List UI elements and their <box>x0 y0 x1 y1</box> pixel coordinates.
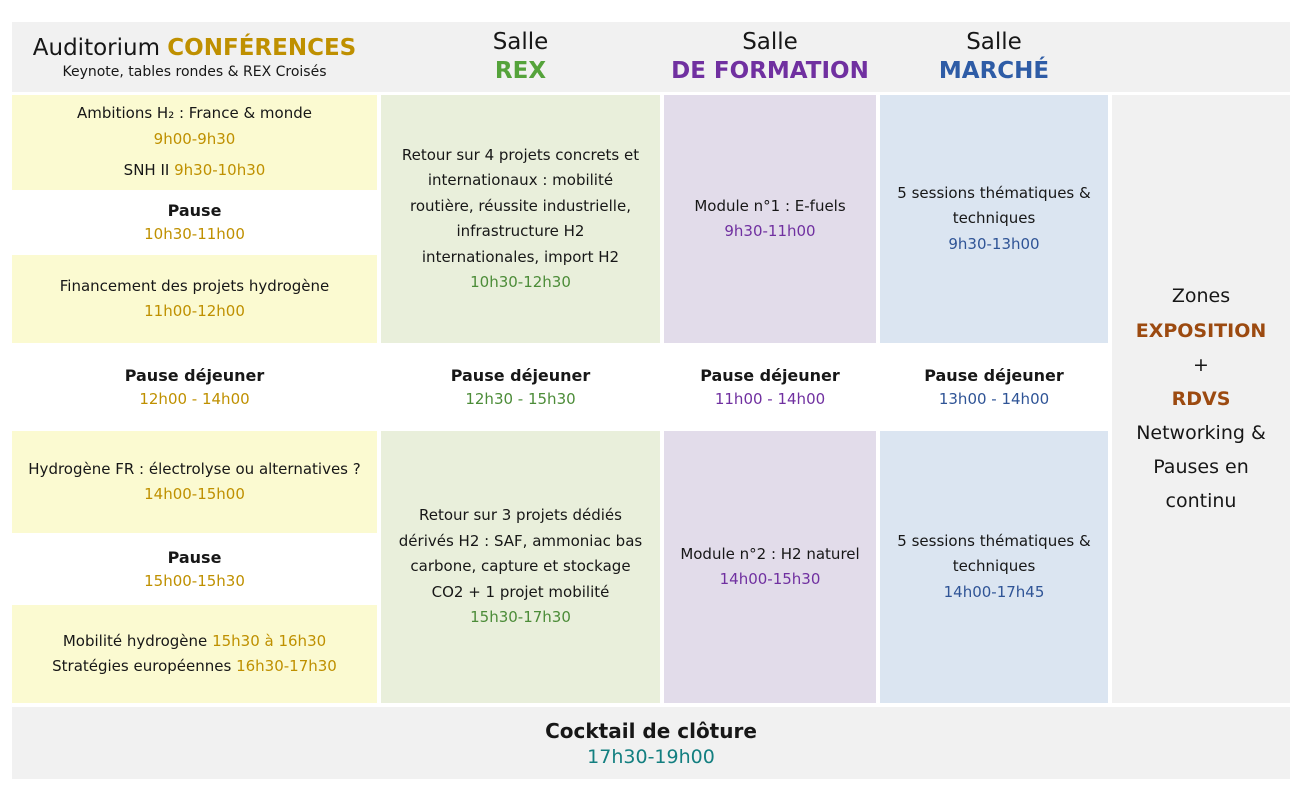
column-zones: Zones EXPOSITION + RDVS Networking & Pau… <box>1112 95 1290 703</box>
header-formation: Salle DE FORMATION <box>664 22 876 92</box>
session-time: 14h00-15h30 <box>719 570 821 588</box>
cocktail-footer: Cocktail de clôture 17h30-19h00 <box>12 707 1290 779</box>
session-time: 9h30-13h00 <box>948 234 1040 253</box>
pause-time: 10h30-11h00 <box>144 225 245 244</box>
session-time: 14h00-17h45 <box>943 582 1045 601</box>
session-time: 16h30-17h30 <box>236 657 337 675</box>
cocktail-title: Cocktail de clôture <box>545 718 757 743</box>
lunch-formation: Pause déjeuner 11h00 - 14h00 <box>664 343 876 431</box>
session-title: Retour sur 4 projets concrets et interna… <box>401 145 640 266</box>
session-mobilite: Mobilité hydrogène 15h30 à 16h30 <box>63 629 326 655</box>
session-time: 15h30-17h30 <box>470 608 571 627</box>
auditorium-header-title: Auditorium CONFÉRENCES <box>33 34 356 63</box>
auditorium-title: Auditorium <box>32 35 160 62</box>
lunch-label: Pause déjeuner <box>700 365 840 385</box>
marche-accent: MARCHÉ <box>938 58 1050 84</box>
rex-accent: REX <box>494 58 547 84</box>
lunch-time: 12h00 - 14h00 <box>139 389 250 408</box>
pause-label: Pause <box>167 547 222 567</box>
session-title: Financement des projets hydrogène <box>59 276 330 295</box>
column-auditorium: Ambitions H₂ : France & monde 9h00-9h30 … <box>12 95 377 703</box>
zones-networking: Networking & Pauses en continu <box>1136 422 1266 513</box>
session-time: 9h30-11h00 <box>724 222 816 240</box>
header-auditorium: Auditorium CONFÉRENCES Keynote, tables r… <box>12 22 377 92</box>
lunch-time: 13h00 - 14h00 <box>938 389 1050 408</box>
auditorium-subtitle: Keynote, tables rondes & REX Croisés <box>62 63 327 80</box>
session-time: 15h30 à 16h30 <box>212 631 327 650</box>
session-extra-time: 9h30-10h30 <box>174 161 266 180</box>
session-title: Mobilité hydrogène <box>62 631 208 650</box>
session-time: 14h00-15h00 <box>144 485 245 503</box>
lunch-label: Pause déjeuner <box>124 365 265 385</box>
lunch-label: Pause déjeuner <box>924 365 1064 385</box>
schedule-body: Ambitions H₂ : France & monde 9h00-9h30 … <box>12 95 1290 703</box>
session-hydrogene-fr: Hydrogène FR : électrolyse ou alternativ… <box>12 431 377 533</box>
session-time: 9h00-9h30 <box>153 129 236 148</box>
session-title: 5 sessions thématiques & techniques <box>897 531 1091 576</box>
header-rex: Salle REX <box>381 22 660 92</box>
pause-morning: Pause 10h30-11h00 <box>12 190 377 255</box>
lunch-auditorium: Pause déjeuner 12h00 - 14h00 <box>12 343 377 431</box>
session-snh: SNH II 9h30-10h30 <box>124 158 266 184</box>
formation-title: Salle <box>742 29 798 56</box>
session-title: Module n°1 : E-fuels <box>694 196 846 215</box>
session-title: Retour sur 3 projets dédiés dérivés H2 :… <box>398 506 643 601</box>
pause-label: Pause <box>167 201 222 221</box>
lunch-rex: Pause déjeuner 12h30 - 15h30 <box>381 343 660 431</box>
session-marche-afternoon: 5 sessions thématiques & techniques 14h0… <box>880 431 1108 703</box>
auditorium-accent: CONFÉRENCES <box>167 35 357 62</box>
lunch-time: 12h30 - 15h30 <box>465 389 576 408</box>
zones-exposition: EXPOSITION <box>1135 319 1267 342</box>
session-title: 5 sessions thématiques & techniques <box>897 183 1091 228</box>
pause-time: 15h00-15h30 <box>144 571 245 590</box>
header-zones-spacer <box>1112 22 1290 92</box>
session-financement: Financement des projets hydrogène 11h00-… <box>12 255 377 343</box>
zones-rdvs: RDVS <box>1171 387 1231 410</box>
header-marche: Salle MARCHÉ <box>880 22 1108 92</box>
session-marche-morning: 5 sessions thématiques & techniques 9h30… <box>880 95 1108 343</box>
session-text: Hydrogène FR : électrolyse ou alternativ… <box>22 457 367 508</box>
lunch-marche: Pause déjeuner 13h00 - 14h00 <box>880 343 1108 431</box>
rex-title: Salle <box>492 29 549 56</box>
formation-accent: DE FORMATION <box>671 58 869 84</box>
lunch-time: 11h00 - 14h00 <box>714 389 826 408</box>
session-title: Ambitions H₂ : France & monde <box>77 104 312 123</box>
zones-plus: + <box>1193 353 1209 376</box>
column-formation: Module n°1 : E-fuels 9h30-11h00 Pause dé… <box>664 95 876 703</box>
zones-label: Zones <box>1171 285 1231 308</box>
session-title: Stratégies européennes <box>52 657 232 675</box>
session-extra-title: SNH II <box>123 161 170 180</box>
session-ambitions-h2: Ambitions H₂ : France & monde 9h00-9h30 … <box>12 95 377 190</box>
session-rex-afternoon: Retour sur 3 projets dédiés dérivés H2 :… <box>381 431 660 703</box>
cocktail-time: 17h30-19h00 <box>587 745 715 768</box>
session-module-1: Module n°1 : E-fuels 9h30-11h00 <box>664 95 876 343</box>
session-rex-morning: Retour sur 4 projets concrets et interna… <box>381 95 660 343</box>
pause-afternoon: Pause 15h00-15h30 <box>12 533 377 605</box>
conference-program-table: Auditorium CONFÉRENCES Keynote, tables r… <box>12 22 1290 779</box>
session-strategies: Stratégies européennes 16h30-17h30 <box>52 654 337 680</box>
session-mobilite-strategies: Mobilité hydrogène 15h30 à 16h30 Stratég… <box>12 605 377 703</box>
marche-title: Salle <box>966 29 1022 56</box>
session-time: 10h30-12h30 <box>470 273 571 291</box>
zones-cell: Zones EXPOSITION + RDVS Networking & Pau… <box>1112 95 1290 703</box>
session-time: 11h00-12h00 <box>144 302 245 320</box>
session-module-2: Module n°2 : H2 naturel 14h00-15h30 <box>664 431 876 703</box>
column-rex: Retour sur 4 projets concrets et interna… <box>381 95 660 703</box>
header-row: Auditorium CONFÉRENCES Keynote, tables r… <box>12 22 1290 92</box>
column-marche: 5 sessions thématiques & techniques 9h30… <box>880 95 1108 703</box>
session-title: Module n°2 : H2 naturel <box>680 544 860 563</box>
lunch-label: Pause déjeuner <box>450 365 591 385</box>
session-title: Hydrogène FR : électrolyse ou alternativ… <box>28 459 361 478</box>
